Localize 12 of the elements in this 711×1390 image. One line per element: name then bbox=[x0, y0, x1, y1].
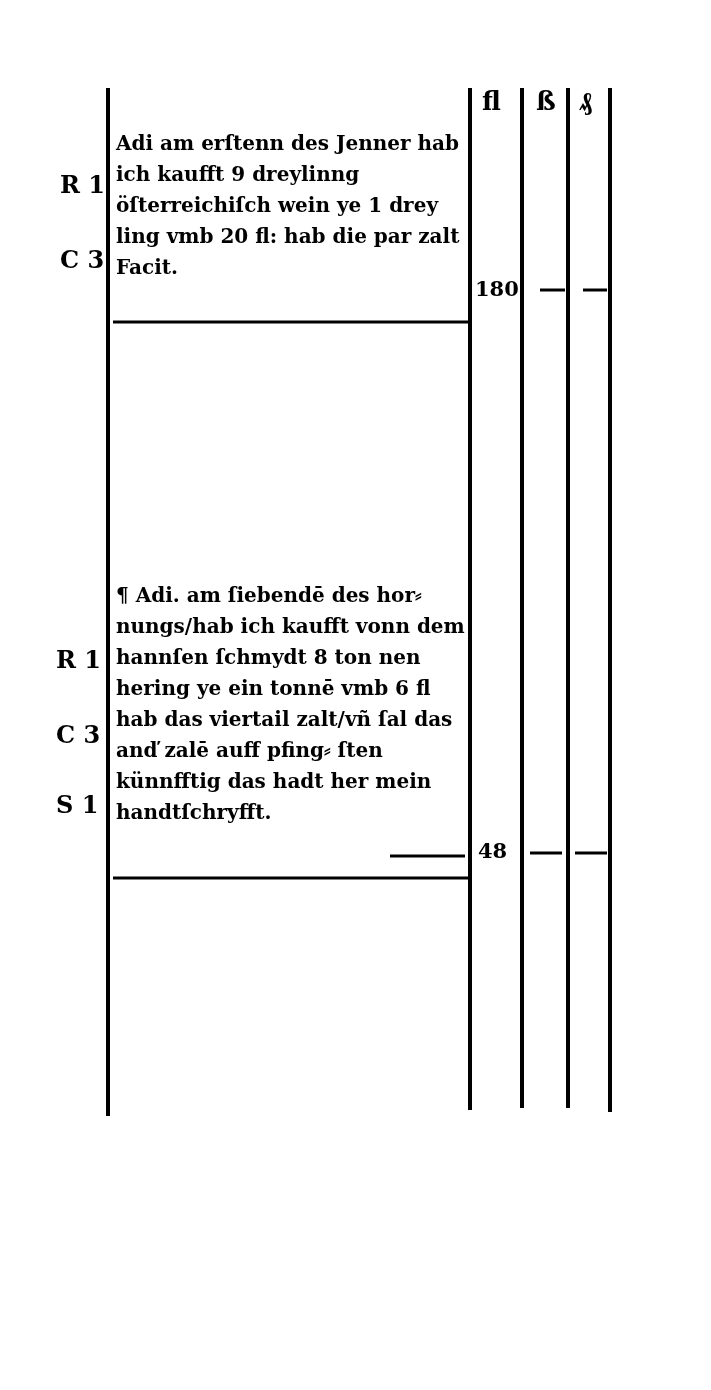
amount: 180 bbox=[475, 276, 519, 301]
margin-note: S 1 bbox=[56, 790, 99, 819]
amount: 48 bbox=[478, 838, 508, 863]
margin-note: C 3 bbox=[60, 245, 105, 274]
column-header: ₰ bbox=[579, 86, 592, 117]
ledger-entry: ¶ Adi. am ſiebendē des hor⸗ nungs/hab ich kaufft vonn dem hannſen ſchmydt 8 ton nen hering ye ein tonnē vmb 6 fl hab das viertail zalt/vñ ſal das anď zalē auff pfing⸗ ſten künnfftig das hadt her mein handtſchryfft. bbox=[116, 582, 466, 826]
column-header: fl bbox=[482, 86, 501, 116]
column-header: ß bbox=[536, 86, 556, 116]
ledger-entry: Adi am erſtenn des Jenner hab ich kaufft 9 dreylinng öſterreichiſch wein ye 1 drey ling vmb 20 fl: hab die par zalt Facit. bbox=[116, 130, 461, 281]
margin-note: C 3 bbox=[56, 720, 101, 749]
margin-note: R 1 bbox=[56, 645, 101, 674]
margin-note: R 1 bbox=[60, 170, 105, 199]
